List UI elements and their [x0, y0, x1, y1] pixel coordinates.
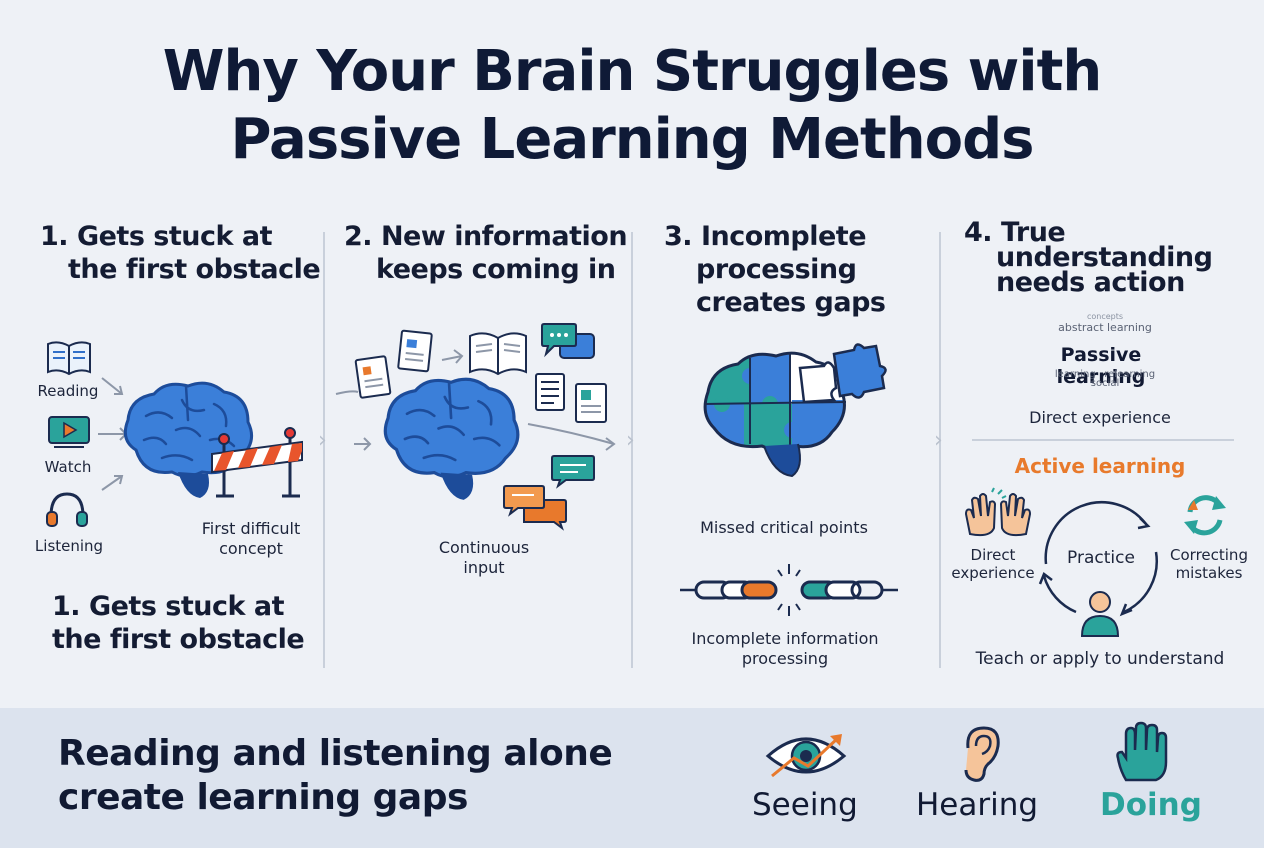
clapping-hands-icon [964, 487, 1032, 537]
book-icon [47, 341, 91, 376]
cycle-left-label: Direct experience [951, 546, 1035, 582]
direct-experience-top: Direct experience [1029, 408, 1171, 427]
cloud-word: concepts [1086, 312, 1124, 321]
active-learning-label: Active learning [1014, 454, 1186, 478]
sense-seeing: Seeing [752, 787, 858, 823]
input-arrows [98, 377, 128, 491]
practice-cycle [1038, 501, 1158, 617]
input-label-watch: Watch [44, 458, 92, 476]
flow-arrows [335, 349, 616, 451]
cycle-right-label: Correcting mistakes [1170, 546, 1248, 582]
chevron-right-icon: › [934, 428, 943, 453]
cloud-word: abstract learning [1058, 321, 1152, 334]
barrier-icon [211, 427, 303, 498]
divider-3 [939, 232, 941, 668]
panel-1-repeat-heading: 1. Gets stuck at the first obstacle [52, 591, 305, 655]
ear-icon [964, 726, 1000, 782]
cycle-center-practice: Practice [1067, 548, 1135, 568]
passive-learning-label: Passive learning [1056, 344, 1146, 388]
brain-icon [383, 377, 520, 500]
cloud-word: relearning [1104, 369, 1156, 380]
teach-apply-caption: Teach or apply to understand [975, 649, 1225, 669]
open-book-icon [469, 332, 527, 376]
title-line-2: Passive Learning Methods [230, 107, 1035, 172]
obstacle-label: First difficult concept [201, 519, 301, 558]
headphones-icon [46, 492, 88, 527]
footer-band [0, 708, 1264, 848]
panel-2-heading: 2. New information keeps coming in [344, 221, 628, 285]
broken-chain-icon [680, 564, 898, 616]
cloud-word: learning [1054, 369, 1096, 380]
chat-bubble-icon [551, 455, 595, 489]
missed-points-caption: Missed critical points [700, 518, 868, 537]
chain-caption: Incomplete information processing [691, 629, 879, 668]
document-icon [535, 373, 565, 411]
document-icon [354, 355, 392, 399]
input-label-listening: Listening [34, 537, 104, 555]
divider-1 [323, 232, 325, 668]
panel-1-heading: 1. Gets stuck at the first obstacle [40, 221, 321, 285]
document-icon [575, 383, 607, 423]
sense-hearing: Hearing [916, 787, 1039, 823]
cloud-word: social [1090, 378, 1120, 389]
eye-icon [765, 734, 847, 778]
hand-icon [1116, 721, 1168, 782]
document-icon [397, 329, 433, 373]
sense-doing: Doing [1100, 787, 1202, 823]
page-title: Why Your Brain Struggles with Passive Le… [0, 38, 1264, 174]
divider-2 [631, 232, 633, 668]
word-cloud: concepts abstract learning [1040, 312, 1170, 334]
panel-4-heading: 4. True understanding needs action [964, 217, 1213, 298]
chevron-right-icon: › [318, 428, 327, 453]
footer-tagline: Reading and listening alone create learn… [58, 733, 613, 818]
input-label-reading: Reading [37, 382, 99, 400]
video-play-icon [48, 416, 90, 448]
puzzle-brain-icon [703, 343, 887, 478]
person-icon [1080, 591, 1120, 637]
refresh-icon [1184, 495, 1226, 536]
panel-3-heading: 3. Incomplete processing creates gaps [664, 221, 886, 318]
chat-bubble-icon [503, 485, 567, 531]
continuous-input-caption: Continuous input [438, 538, 530, 577]
title-line-1: Why Your Brain Struggles with [162, 39, 1102, 104]
word-cloud-lower: learning relearning social [1030, 369, 1180, 389]
chat-bubble-icon [541, 323, 595, 359]
panel-4-divider [972, 439, 1234, 441]
chevron-right-icon: › [626, 428, 635, 453]
